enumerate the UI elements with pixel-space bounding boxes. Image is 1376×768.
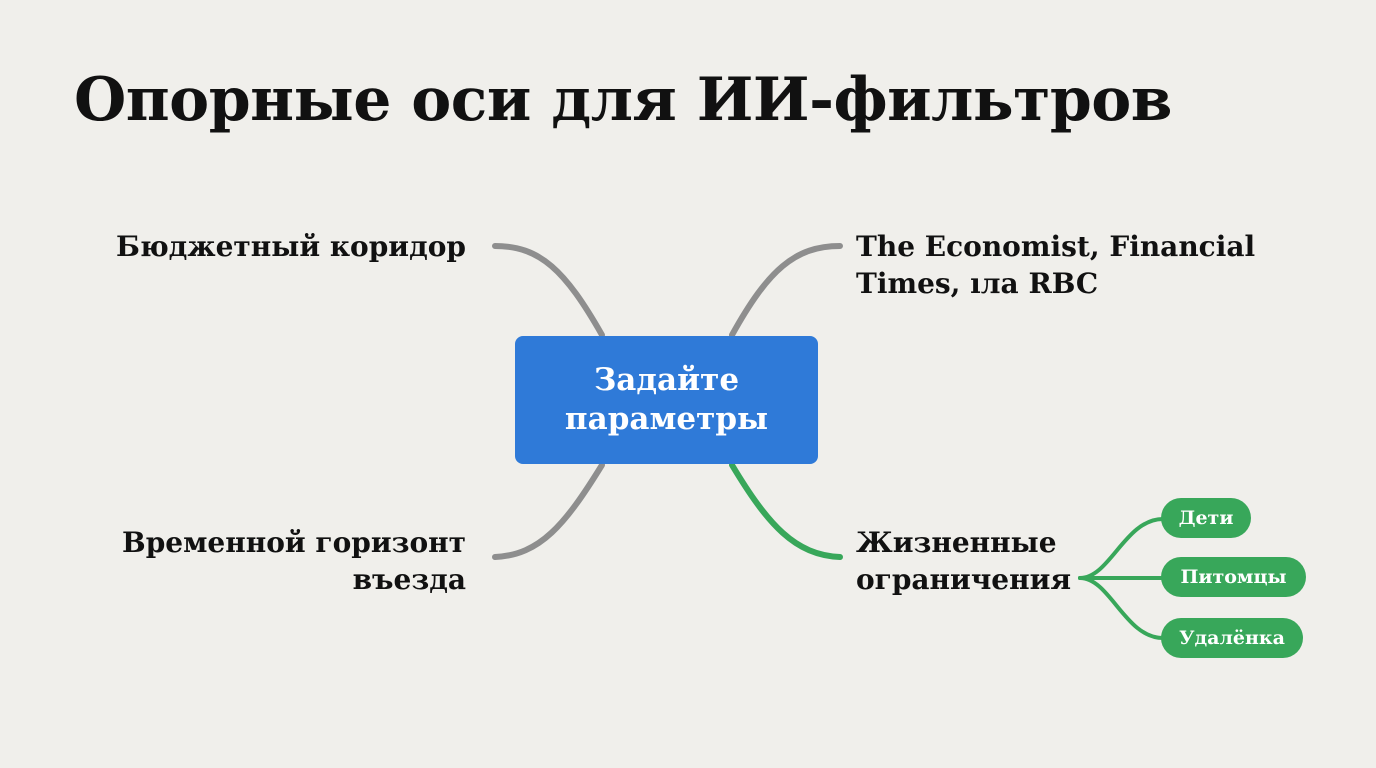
page-title: Опорные оси для ИИ-фильтров bbox=[74, 65, 1173, 135]
branch-time-horizon: Временной горизонт въезда bbox=[122, 526, 466, 597]
connector-leaf-deti bbox=[1078, 517, 1165, 580]
center-node: Задайте параметры bbox=[515, 336, 818, 464]
connector-bottom-right bbox=[729, 462, 843, 560]
branch-life-constraints: Жизненные ограничения bbox=[856, 526, 1072, 597]
connector-top-right bbox=[729, 243, 843, 338]
leaf-pets: Питомцы bbox=[1161, 557, 1306, 597]
branch-budget-corridor: Бюджетный коридор bbox=[116, 230, 466, 263]
leaf-remote-work: Удалёнка bbox=[1161, 618, 1303, 658]
leaf-children: Дети bbox=[1161, 498, 1251, 538]
center-node-label: Задайте параметры bbox=[564, 362, 769, 437]
connector-leaf-udalenka bbox=[1078, 576, 1165, 640]
connector-top-left bbox=[492, 243, 605, 338]
connector-bottom-left bbox=[492, 462, 605, 560]
branch-news-sources: The Economist, Financial Times, ıла RBC bbox=[856, 230, 1256, 301]
